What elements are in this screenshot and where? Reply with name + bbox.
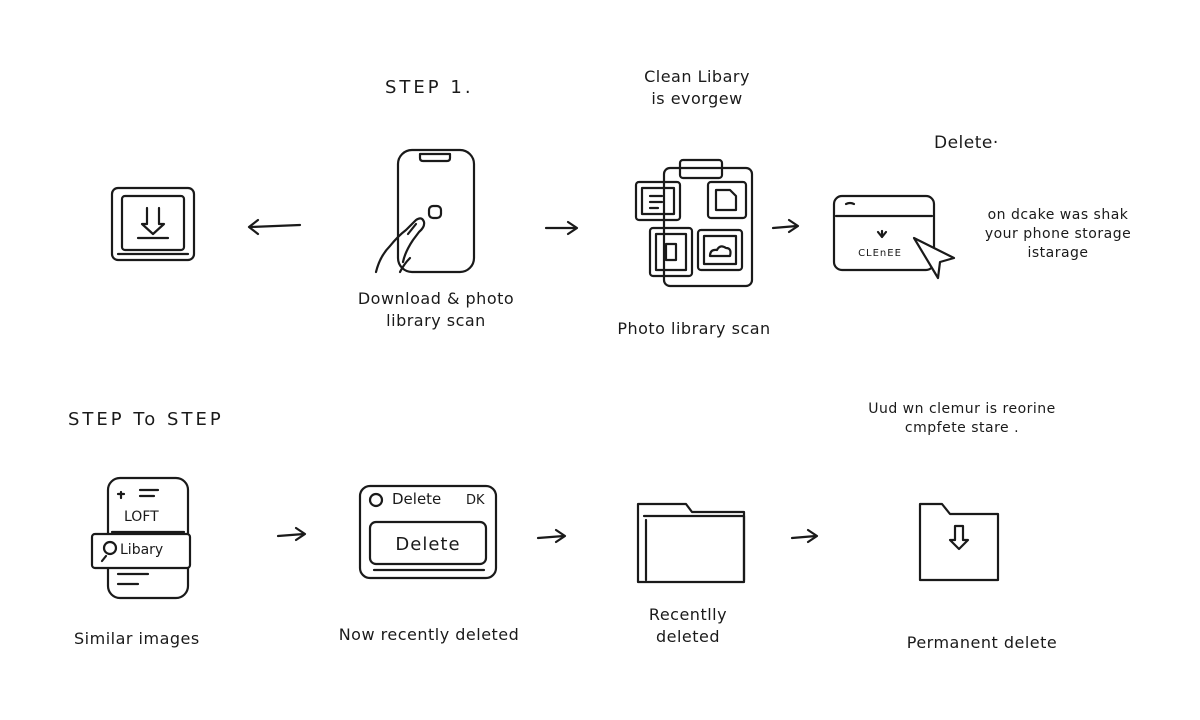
storage-note-line-1: on dcake was shak — [987, 207, 1129, 223]
clean-library-line-1: Clean Libary — [644, 67, 750, 86]
right-arrow-icon — [276, 526, 307, 542]
photo-stack-icon — [634, 158, 754, 288]
download-scan-caption: Download & photo library scan — [358, 288, 514, 331]
download-tray-icon — [110, 186, 196, 262]
storage-note: on dcake was shak your phone storage ist… — [985, 206, 1131, 263]
folder-download-icon — [918, 502, 1000, 582]
dialog-button-label: Delete — [395, 534, 460, 555]
folder-icon — [636, 502, 746, 584]
storage-note-line-2: your phone storage — [984, 225, 1132, 242]
right-arrow-icon — [544, 220, 579, 236]
download-scan-line-1: Download & photo — [357, 289, 515, 308]
step-to-step-heading: STEP To STEP — [68, 409, 224, 430]
phone-row-2-label: Libary — [120, 542, 163, 558]
photo-library-scan-caption: Photo library scan — [617, 319, 771, 338]
phone-list-icon — [90, 476, 192, 600]
similar-images-caption: Similar images — [74, 629, 200, 648]
recently-deleted-caption: Recentlly deleted — [649, 604, 727, 647]
cleanup-note-line-1: Uud wn clemur is reorine — [868, 401, 1056, 417]
storage-note-line-3: istarage — [1027, 244, 1089, 261]
right-arrow-icon — [536, 528, 567, 544]
phone-tap-icon — [374, 148, 476, 274]
phone-row-1-label: LOFT — [124, 509, 159, 525]
recently-deleted-line-2: deleted — [655, 626, 721, 646]
right-arrow-icon — [790, 528, 819, 544]
step-1-heading: STEP 1. — [385, 77, 474, 98]
delete-heading: Delete· — [934, 133, 999, 153]
dialog-ok-label: DK — [466, 493, 485, 508]
cleanup-note-line-2: cmpfete stare . — [904, 419, 1020, 436]
clean-library-heading: Clean Libary is evorgew — [644, 66, 750, 109]
recently-deleted-line-1: Recentlly — [648, 605, 728, 624]
cleanup-note: Uud wn clemur is reorine cmpfete stare . — [868, 400, 1056, 438]
right-arrow-icon — [771, 218, 800, 234]
now-recently-deleted-caption: Now recently deleted — [338, 625, 520, 644]
permanent-delete-caption: Permanent delete — [906, 633, 1058, 652]
browser-cursor-icon — [832, 194, 956, 280]
browser-button-label: CLEnEE — [858, 248, 902, 259]
dialog-option-label: Delete — [392, 490, 441, 508]
left-arrow-icon — [247, 218, 302, 236]
download-scan-line-2: library scan — [386, 310, 486, 330]
delete-dialog-icon — [358, 484, 498, 580]
clean-library-line-2: is evorgew — [651, 88, 743, 108]
